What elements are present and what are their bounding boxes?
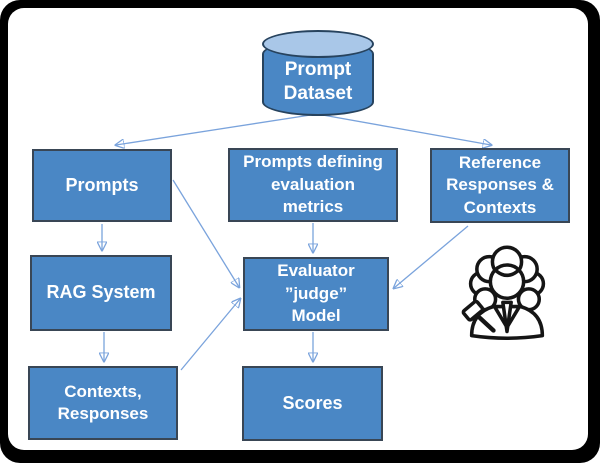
node-rag-system: RAG System	[30, 255, 172, 331]
node-prompt-dataset-label: Prompt Dataset	[283, 59, 353, 104]
node-prompts: Prompts	[32, 149, 172, 222]
node-prompts-label: Prompts	[65, 174, 139, 195]
node-metrics-label: Prompts defining evaluation metrics	[243, 152, 383, 217]
node-reference-label: Reference Responses & Contexts	[446, 152, 554, 217]
judge-person-with-gavel-icon	[461, 245, 546, 341]
node-metrics: Prompts defining evaluation metrics	[228, 148, 398, 222]
node-contexts-responses: Contexts, Responses	[28, 366, 178, 440]
node-rag-system-label: RAG System	[46, 282, 156, 303]
node-scores: Scores	[242, 366, 383, 441]
node-evaluator-label: Evaluator ”judge” Model	[277, 261, 355, 326]
node-reference: Reference Responses & Contexts	[430, 148, 570, 223]
cylinder-top-ellipse	[262, 30, 374, 58]
node-evaluator: Evaluator ”judge” Model	[243, 257, 389, 331]
node-scores-label: Scores	[282, 392, 343, 413]
node-contexts-responses-label: Contexts, Responses	[57, 381, 149, 423]
